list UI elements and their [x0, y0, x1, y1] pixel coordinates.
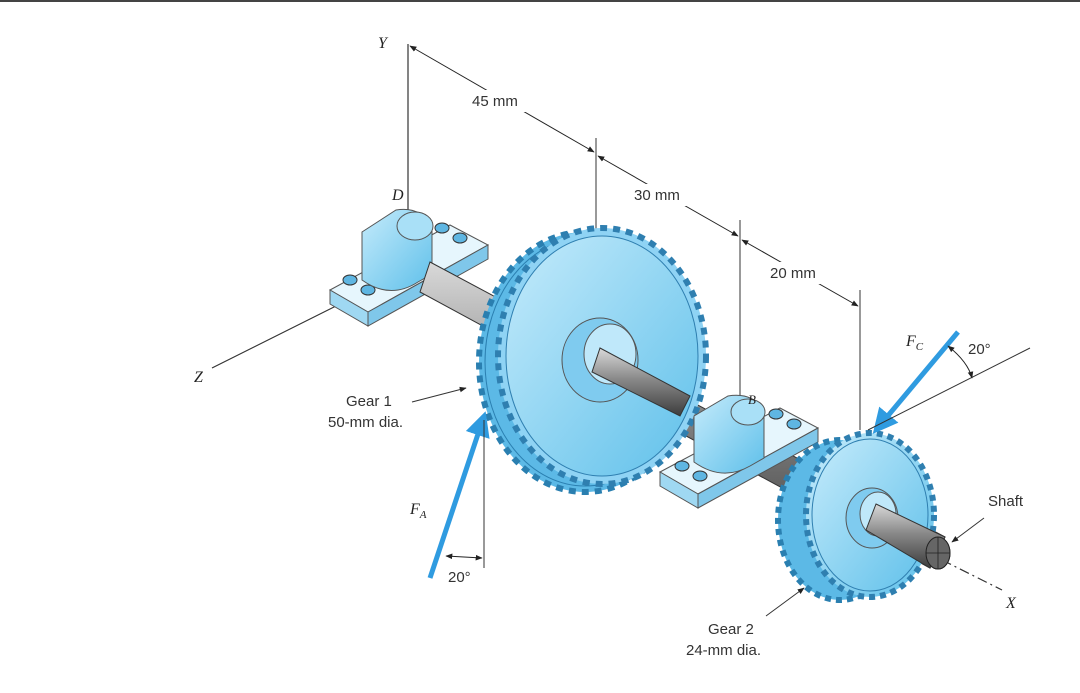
gear1-label-line1: Gear 1 [346, 393, 392, 410]
axis-z-label: Z [194, 369, 204, 386]
gear2-leader [765, 587, 805, 617]
axis-y-label: Y [378, 35, 389, 52]
shaft-leader [951, 517, 985, 543]
point-d-label: D [391, 187, 404, 204]
gear1-leader [411, 386, 467, 403]
dim-45-label: 45 mm [472, 93, 518, 110]
x-axis-line [941, 559, 1003, 591]
gear-2 [775, 430, 937, 603]
fc-label: FC [905, 333, 924, 353]
shaft-label: Shaft [988, 493, 1024, 510]
fa-angle-dim [445, 553, 483, 561]
gear1-label-line2: 50-mm dia. [328, 414, 403, 431]
force-fc-arrow [872, 330, 960, 434]
fc-angle-arc [947, 345, 974, 379]
dim-30-label: 30 mm [634, 187, 680, 204]
fa-label: FA [409, 501, 427, 521]
angle-a-label: 20° [448, 569, 471, 586]
bearing-b [658, 394, 820, 509]
dim-20-label: 20 mm [770, 265, 816, 282]
gear2-label-line1: Gear 2 [708, 621, 754, 638]
fc-reference-line [867, 347, 1031, 431]
axis-x-label: X [1005, 595, 1017, 612]
gear2-label-line2: 24-mm dia. [686, 642, 761, 659]
angle-c-label: 20° [968, 341, 991, 358]
gear-1 [476, 225, 709, 495]
force-fa-arrow [427, 411, 490, 579]
point-b-label: B [748, 392, 756, 407]
